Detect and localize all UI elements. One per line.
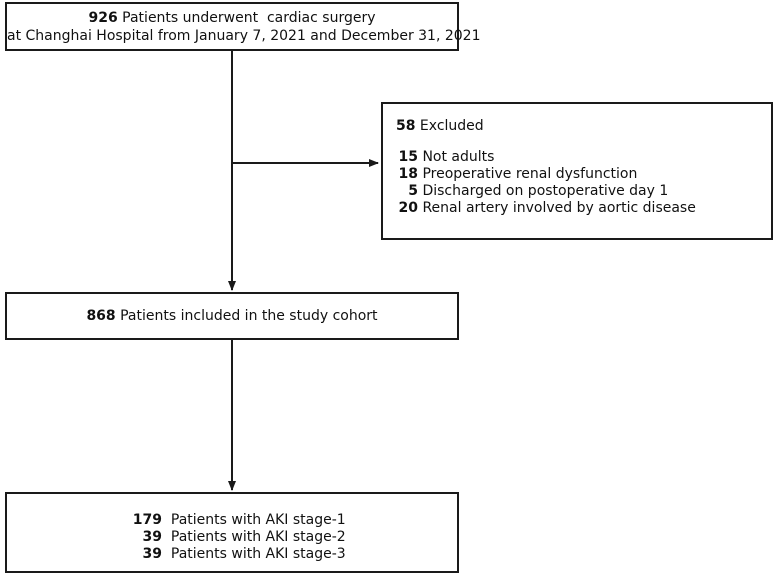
aki-stage-item: 39 Patients with AKI stage-3 — [132, 546, 346, 563]
aki-stage-count: 39 — [142, 546, 162, 562]
aki-stage-count: 179 — [132, 512, 162, 528]
excluded-item-count: 18 — [398, 166, 418, 182]
aki-stage-count: 39 — [142, 529, 162, 545]
surgery-patients-line2: at Changhai Hospital from January 7, 202… — [7, 28, 481, 44]
excluded-label: Excluded — [415, 118, 484, 134]
excluded-heading: 58 Excluded — [396, 118, 484, 135]
aki-stages-list: 179 Patients with AKI stage-1 39 Patient… — [132, 512, 346, 563]
aki-stages-box: 179 Patients with AKI stage-1 39 Patient… — [5, 492, 459, 573]
aki-stage-label: Patients with AKI stage-3 — [170, 546, 346, 562]
surgery-patients-line1: 926 Patients underwent cardiac surgery — [7, 10, 457, 27]
excluded-count: 58 — [396, 118, 416, 134]
excluded-item-label: Renal artery involved by aortic disease — [422, 200, 696, 216]
aki-stage-item: 39 Patients with AKI stage-2 — [132, 529, 346, 546]
excluded-item-label: Preoperative renal dysfunction — [422, 166, 638, 182]
aki-stage-label: Patients with AKI stage-2 — [170, 529, 346, 545]
excluded-item-count: 5 — [408, 183, 418, 199]
surgery-patients-count: 926 — [88, 10, 118, 26]
excluded-item-count: 20 — [398, 200, 418, 216]
excluded-item-label: Not adults — [422, 149, 495, 165]
surgery-patients-box: 926 Patients underwent cardiac surgery a… — [5, 2, 481, 51]
study-cohort-box: 868 Patients included in the study cohor… — [5, 292, 459, 340]
aki-stage-label: Patients with AKI stage-1 — [170, 512, 346, 528]
excluded-item: 5 Discharged on postoperative day 1 — [396, 183, 696, 200]
study-cohort-text: 868 Patients included in the study cohor… — [7, 308, 457, 325]
aki-stage-item: 179 Patients with AKI stage-1 — [132, 512, 346, 529]
excluded-item: 20 Renal artery involved by aortic disea… — [396, 200, 696, 217]
study-cohort-label: Patients included in the study cohort — [115, 308, 378, 324]
excluded-list: 15 Not adults 18 Preoperative renal dysf… — [396, 149, 696, 217]
study-cohort-count: 868 — [86, 308, 116, 324]
excluded-item: 15 Not adults — [396, 149, 696, 166]
excluded-item-count: 15 — [398, 149, 418, 165]
excluded-box: 58 Excluded 15 Not adults 18 Preoperativ… — [381, 102, 773, 240]
excluded-item: 18 Preoperative renal dysfunction — [396, 166, 696, 183]
excluded-item-label: Discharged on postoperative day 1 — [422, 183, 669, 199]
surgery-patients-label: Patients underwent cardiac surgery — [117, 10, 376, 26]
